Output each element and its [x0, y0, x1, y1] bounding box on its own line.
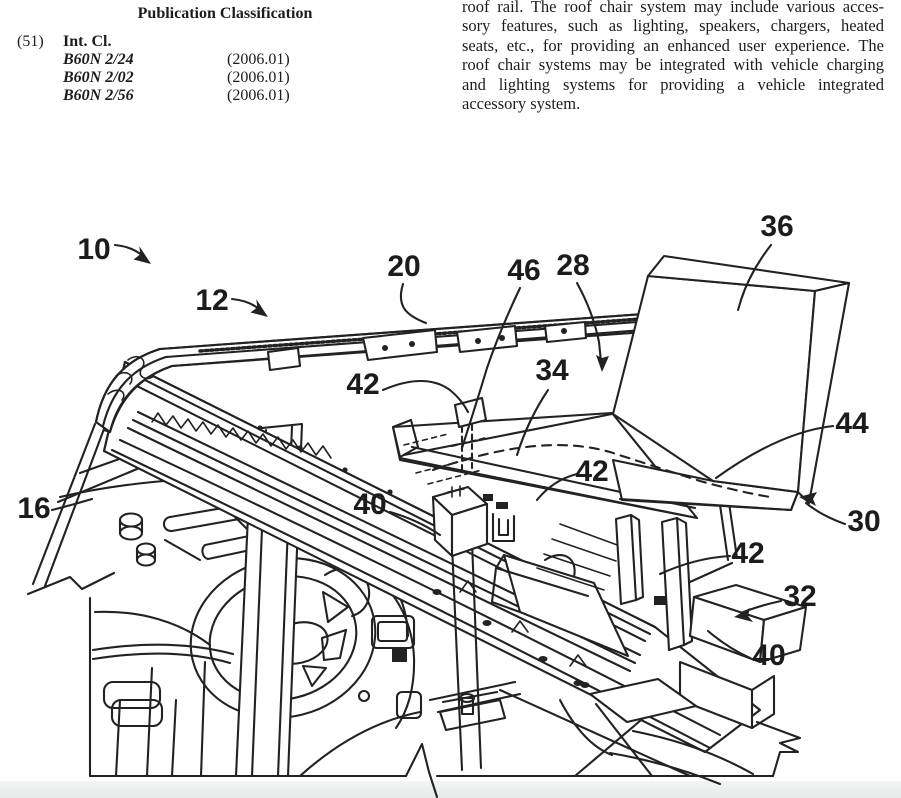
abstract-line: roof chair systems may be integrated wit… [462, 55, 884, 75]
class-code: B60N 2/56 [63, 87, 134, 104]
field-number-51: (51) [17, 33, 44, 50]
figure-ref-46: 46 [507, 254, 540, 287]
figure-ref-20: 20 [387, 250, 420, 283]
abstract-line: seats, etc., for providing an enhanced u… [462, 35, 884, 55]
class-date: (2006.01) [227, 87, 290, 104]
class-date: (2006.01) [227, 51, 290, 68]
abstract-line: sory features, such as lighting, speaker… [462, 16, 884, 36]
int-cl-label: Int. Cl. [63, 33, 112, 50]
abstract-text: roof rail. The roof chair system may inc… [462, 0, 884, 113]
figure-ref-34: 34 [535, 354, 569, 387]
class-code: B60N 2/02 [63, 69, 134, 86]
figure-ref-44: 44 [835, 407, 869, 440]
figure-ref-12: 12 [195, 284, 228, 317]
roof-header-rail [94, 298, 843, 434]
figure-ref-10: 10 [77, 233, 110, 266]
class-date: (2006.01) [227, 69, 290, 86]
publication-classification-heading: Publication Classification [137, 5, 313, 22]
reference-labels: 10 12 20 46 28 36 34 42 42 40 16 42 30 3… [17, 210, 880, 672]
figure-ref-30: 30 [847, 505, 880, 538]
abstract-line: accessory system. [462, 94, 581, 114]
figure-ref-42: 42 [731, 537, 764, 570]
footer-bar [0, 781, 901, 798]
figure-ref-42: 42 [346, 368, 379, 401]
figure-ref-42: 42 [575, 455, 608, 488]
roof-chair-assembly [391, 254, 851, 772]
abstract-line: and lighting systems for providing a veh… [462, 74, 884, 94]
figure-ref-16: 16 [17, 492, 50, 525]
lower-structure [498, 677, 755, 786]
class-code: B60N 2/24 [63, 51, 134, 68]
figure-ref-40: 40 [752, 639, 785, 672]
figure-ref-40: 40 [353, 488, 386, 521]
figure-ref-32: 32 [783, 580, 816, 613]
figure-ref-36: 36 [760, 210, 793, 243]
abstract-line: roof rail. The roof chair system may inc… [462, 0, 884, 16]
figure-ref-28: 28 [556, 249, 589, 282]
